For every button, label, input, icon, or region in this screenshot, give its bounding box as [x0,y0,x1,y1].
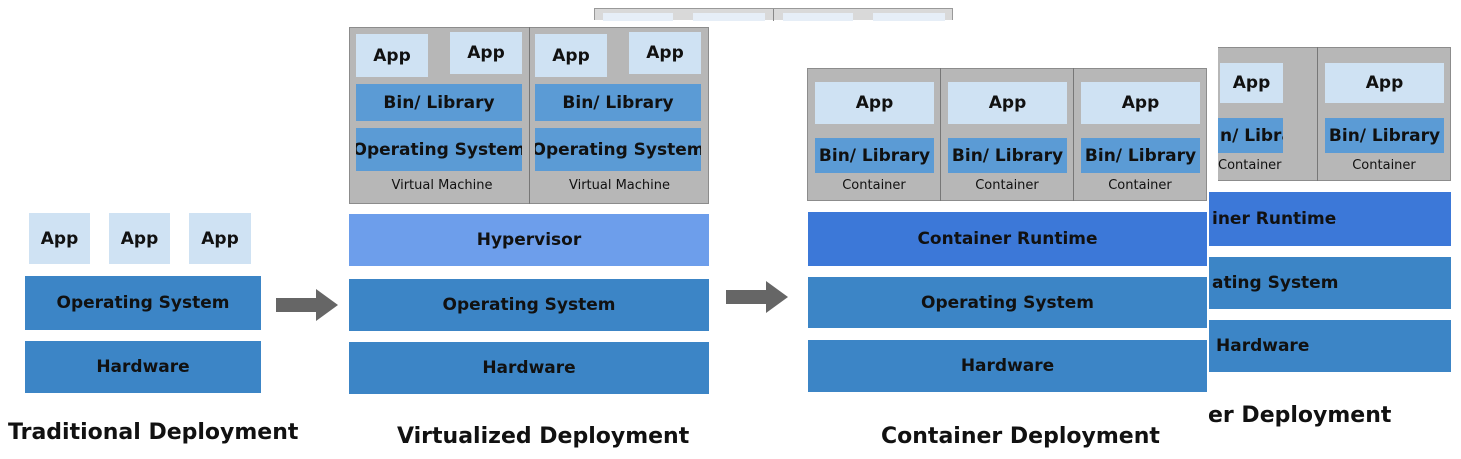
virtualized-hardware: Hardware [349,342,709,394]
partial-container-runtime: iner Runtime [1208,192,1451,246]
container2-bin-library: Bin/ Library [948,138,1067,173]
container2-caption: Container [975,178,1039,193]
traditional-app-2: App [109,213,170,264]
container1-app: App [815,82,934,124]
vm1-app-2: App [450,32,522,74]
partial-container1-caption: Container [1218,158,1282,173]
virtualized-deployment-title: Virtualized Deployment [397,424,690,449]
partial-container1-bin-library: n/ Library [1218,118,1283,153]
partial-container2-app: App [1325,63,1444,103]
hypervisor: Hypervisor [349,214,709,266]
container3-app: App [1081,82,1200,124]
container-operating-system: Operating System [808,277,1207,328]
vm2-bin-library: Bin/ Library [535,84,701,121]
partial-container-divider [1317,47,1318,181]
vm2-operating-system: Operating System [535,128,701,171]
partial-container2-caption: Container [1352,158,1416,173]
partial-deployment-title: er Deployment [1208,403,1392,428]
vm2-app-1: App [535,34,607,77]
crop-edge [1207,40,1209,380]
vm1-caption: Virtual Machine [391,178,493,193]
container-hardware: Hardware [808,340,1207,392]
virtualized-operating-system: Operating System [349,279,709,331]
traditional-app-3: App [189,213,251,264]
partial-hardware: Hardware [1208,320,1451,372]
background-machine-stack [594,8,953,21]
container-deployment-title: Container Deployment [881,424,1160,449]
traditional-deployment-title: Traditional Deployment [8,420,299,445]
partial-container1-app: App [1220,63,1283,103]
virtual-machine-divider [529,27,530,204]
arrow-right-icon [276,289,338,321]
partial-container2-bin-library: Bin/ Library [1325,118,1444,153]
traditional-operating-system: Operating System [25,276,261,330]
traditional-hardware: Hardware [25,341,261,393]
container1-bin-library: Bin/ Library [815,138,934,173]
vm2-caption: Virtual Machine [568,178,671,193]
vm1-app-1: App [356,34,428,77]
container-divider-1 [940,68,941,201]
vm1-bin-library: Bin/ Library [356,84,522,121]
container-divider-2 [1073,68,1074,201]
arrow-right-icon [726,281,788,313]
container1-caption: Container [842,178,906,193]
traditional-app-1: App [29,213,90,264]
container3-bin-library: Bin/ Library [1081,138,1200,173]
vm1-operating-system: Operating System [356,128,522,171]
container2-app: App [948,82,1067,124]
container3-caption: Container [1108,178,1172,193]
vm2-app-2: App [629,32,701,74]
container-runtime: Container Runtime [808,212,1207,266]
partial-operating-system: ating System [1208,257,1451,309]
